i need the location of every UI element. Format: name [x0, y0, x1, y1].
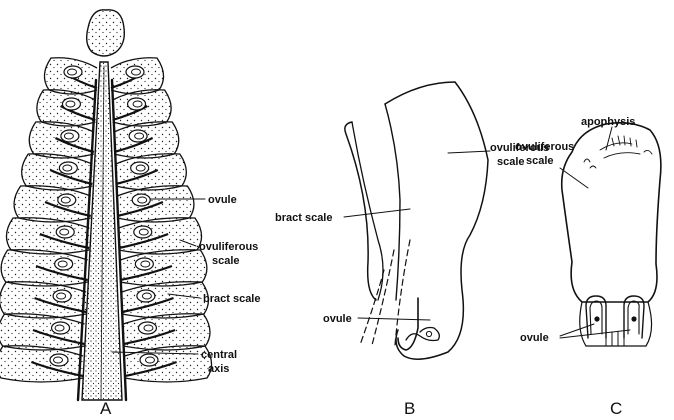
c-label-ovuliferous-line2: scale — [526, 155, 554, 167]
c-label-ovule: ovule — [520, 332, 549, 344]
panel-c-scale-face-view: apophysis ovuliferous scale ovule C — [515, 116, 661, 418]
a-label-central-line1: central — [201, 349, 237, 361]
a-ovule-mark — [134, 226, 152, 238]
c-apophysis-pointer — [606, 127, 612, 150]
a-ovule-mark — [131, 162, 149, 174]
a-ovule-mark — [50, 354, 68, 366]
b-ovule-shape — [398, 298, 439, 350]
c-apophysis-hatching — [584, 136, 652, 168]
a-ovule-mark — [61, 130, 79, 142]
a-ovule-mark — [128, 98, 146, 110]
a-ovule-mark — [59, 162, 77, 174]
a-ovule-mark — [132, 194, 150, 206]
a-ovule-mark — [58, 194, 76, 206]
b-bract-scale-shape — [345, 122, 376, 300]
b-label-bract-scale: bract scale — [275, 212, 332, 224]
a-ovule-mark — [62, 98, 80, 110]
a-ovule-mark — [140, 354, 158, 366]
a-cone-scale — [0, 314, 85, 350]
a-cone-scale — [0, 346, 83, 382]
c-label-apophysis: apophysis — [581, 116, 635, 128]
b-ovuliferous-pointer — [448, 151, 490, 153]
a-ovule-mark — [56, 226, 74, 238]
a-ovule-mark — [52, 322, 70, 334]
panel-a-letter: A — [100, 399, 112, 418]
a-ovule-mark — [64, 66, 82, 78]
a-label-ovule: ovule — [208, 194, 237, 206]
panel-b-scale-side-view: ovuliferous scale bract scale ovule B — [275, 82, 549, 418]
panel-c-letter: C — [610, 399, 622, 418]
a-ovule-mark — [55, 258, 73, 270]
panel-b-letter: B — [404, 399, 415, 418]
a-label-bract-scale: bract scale — [203, 293, 260, 305]
a-label-central-line2: axis — [208, 363, 229, 375]
c-ovuliferous-pointer — [560, 168, 588, 188]
a-label-ovuliferous-line1: ovuliferous — [199, 241, 258, 253]
a-ovule-mark — [129, 130, 147, 142]
a-ovule-mark — [137, 290, 155, 302]
c-ovule-pointer-2 — [560, 330, 630, 338]
a-ovule-mark — [53, 290, 71, 302]
a-ovule-mark — [126, 66, 144, 78]
c-ovuliferous-scale-shape — [562, 123, 661, 302]
b-label-ovule: ovule — [323, 313, 352, 325]
a-ovule-mark — [135, 258, 153, 270]
b-label-ovuliferous-line2: scale — [497, 156, 525, 168]
a-label-ovuliferous-line2: scale — [212, 255, 240, 267]
apex-scale-shape — [87, 10, 125, 56]
c-label-ovuliferous-line1: ovuliferous — [515, 141, 574, 153]
panel-a-cone-section: ovule ovuliferous scale bract scale cent… — [0, 10, 260, 418]
a-ovule-mark — [138, 322, 156, 334]
c-ovule-pair-shape — [580, 296, 652, 346]
